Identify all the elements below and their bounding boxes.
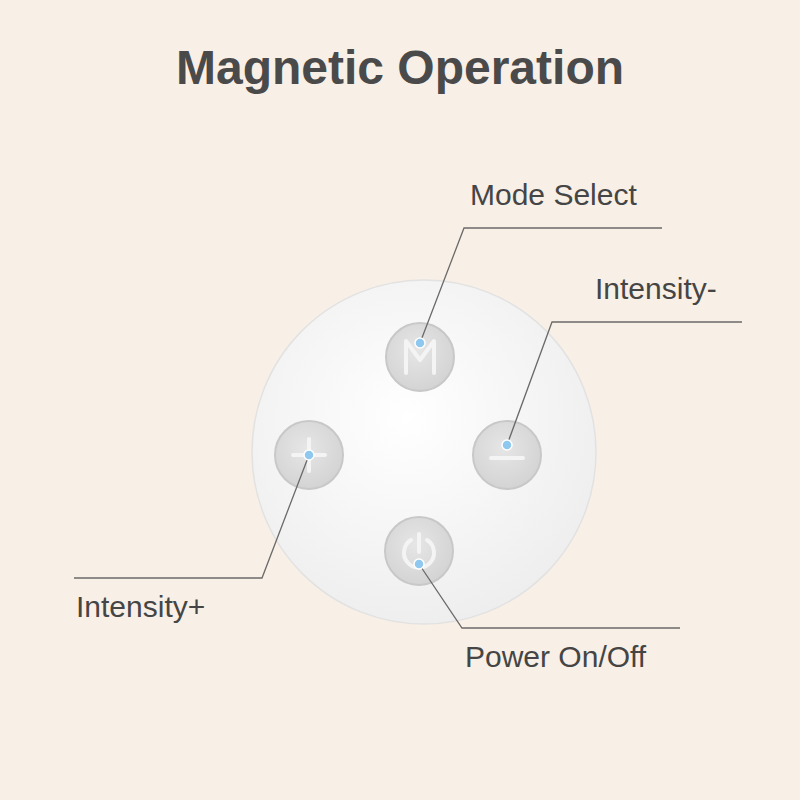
callout-label: Mode Select [470, 178, 637, 212]
leader-line [419, 564, 680, 628]
pointer-dot [502, 440, 512, 450]
minus-symbol [491, 456, 523, 460]
pointer-dot [415, 338, 425, 348]
pointer-dot [414, 559, 424, 569]
callout-label: Intensity- [595, 272, 717, 306]
plus-symbol [293, 439, 325, 471]
pointer-dot [304, 450, 314, 460]
power-button [385, 517, 453, 585]
leader-line [74, 455, 309, 578]
minus-button [473, 421, 541, 489]
callout-label: Intensity+ [76, 590, 205, 624]
callout-label: Power On/Off [465, 640, 646, 674]
plus-button [275, 421, 343, 489]
leader-line [507, 322, 742, 445]
mode-button [386, 323, 454, 391]
diagram-title: Magnetic Operation [0, 40, 800, 95]
